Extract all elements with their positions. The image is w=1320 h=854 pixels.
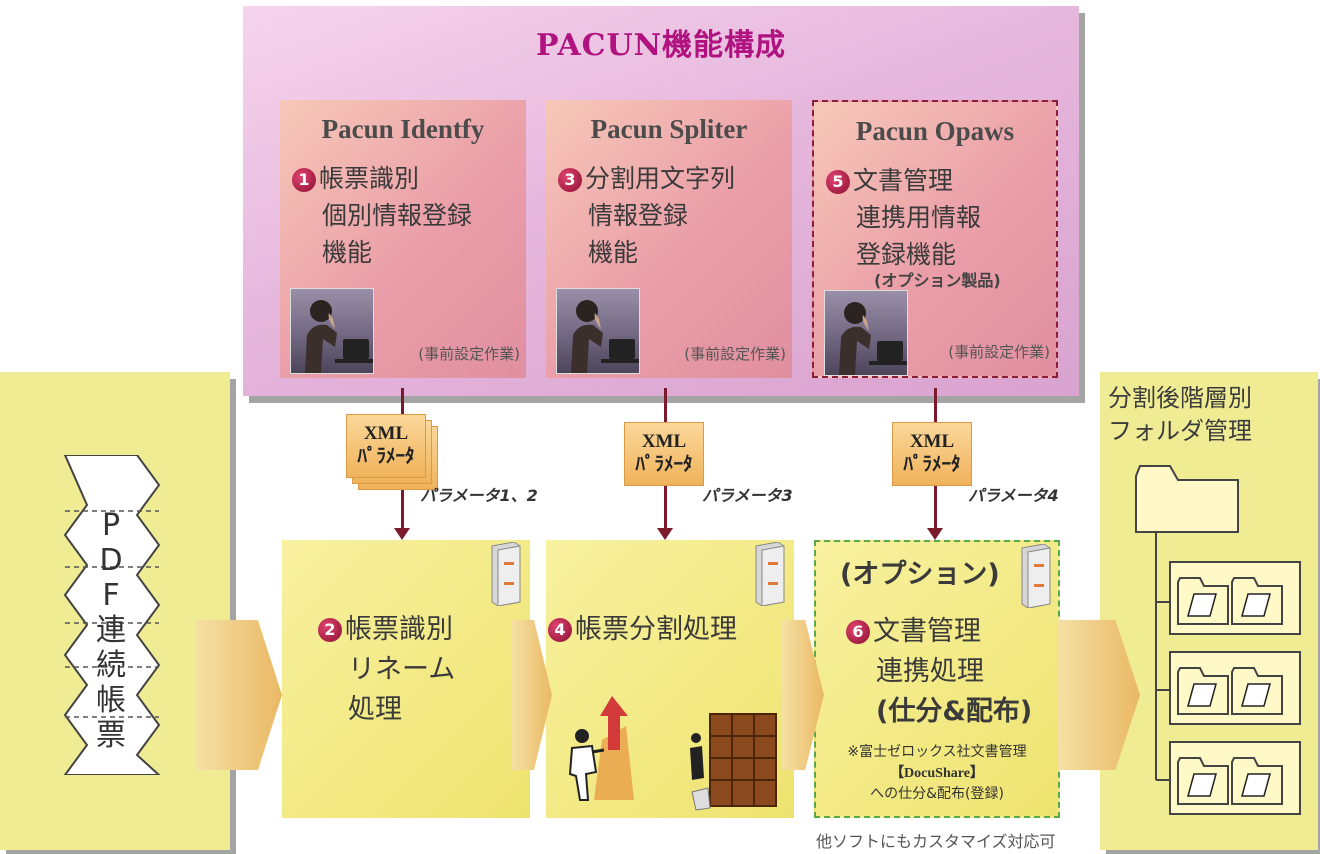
- note-line: 【DocuShare】: [890, 766, 984, 781]
- presenter-clipart-icon: [568, 696, 634, 801]
- process-note: ※富士ゼロックス社文書管理 【DocuShare】 への仕分&配布(登録): [816, 742, 1058, 805]
- desc-line: 個別情報登録: [322, 201, 473, 230]
- process-line: リネーム: [348, 654, 456, 685]
- xml-label: XML: [363, 423, 409, 444]
- param-label: パラメータ1、2: [420, 486, 538, 505]
- output-title: 分割後階層別 フォルダ管理: [1108, 382, 1252, 448]
- pdf-stack-icon: [63, 455, 161, 775]
- param-label: パラメータ4: [968, 486, 1059, 505]
- process-line: 帳票識別: [345, 614, 453, 645]
- flow-arrow-icon: [196, 620, 282, 770]
- desc-line: 機能: [322, 238, 373, 267]
- output-title-line: フォルダ管理: [1108, 417, 1252, 445]
- process-line: 帳票分割処理: [575, 614, 737, 645]
- subfolder-icon: [1169, 741, 1301, 815]
- desc-line: 登録機能: [856, 240, 957, 269]
- folder-tree: [1135, 465, 1301, 815]
- desc-line: 連携用情報: [856, 203, 982, 232]
- server-icon: [755, 542, 785, 606]
- step-number-badge: 6: [846, 620, 870, 644]
- xml-label: XML: [641, 431, 687, 452]
- process-line: 処理: [348, 694, 402, 725]
- input-char: 帳: [96, 683, 126, 718]
- panel-title: PACUN機能構成: [535, 28, 787, 63]
- input-char: P: [101, 508, 121, 543]
- step-number-badge: 2: [318, 618, 342, 642]
- xml-label: ﾊﾟﾗﾒｰﾀ: [357, 446, 415, 467]
- note-line: への仕分&配布(登録): [870, 786, 1004, 802]
- input-char: 連: [96, 613, 126, 648]
- footnote: 他ソフトにもカスタマイズ対応可: [816, 832, 1056, 851]
- process-line: 連携処理: [876, 656, 984, 687]
- module-note: (事前設定作業): [418, 345, 520, 363]
- module-note: (事前設定作業): [684, 345, 786, 363]
- xml-label: XML: [909, 431, 955, 452]
- process-line: (仕分&配布): [876, 696, 1033, 727]
- server-icon: [491, 542, 521, 606]
- arrow-down-icon: [927, 528, 943, 540]
- operator-photo-icon: [556, 288, 640, 374]
- xml-label: ﾊﾟﾗﾒｰﾀ: [903, 454, 961, 475]
- subfolder-icon: [1169, 651, 1301, 725]
- xml-label: ﾊﾟﾗﾒｰﾀ: [635, 454, 693, 475]
- subfolder-icon: [1169, 561, 1301, 635]
- desc-line: 帳票識別: [319, 164, 420, 193]
- module-name: Pacun Spliter: [590, 114, 748, 144]
- input-char: F: [102, 578, 120, 613]
- param-label: パラメータ3: [702, 486, 793, 505]
- step-number-badge: 1: [292, 168, 316, 192]
- step-number-badge: 3: [558, 168, 582, 192]
- desc-line: 分割用文字列: [585, 164, 736, 193]
- module-note: (事前設定作業): [948, 343, 1050, 361]
- input-char: 票: [96, 718, 126, 753]
- input-label: P D F 連 続 帳 票: [86, 508, 136, 753]
- option-label: (オプション): [840, 559, 1000, 590]
- operator-photo-icon: [290, 288, 374, 374]
- option-label: (オプション製品): [874, 271, 1001, 290]
- module-name: Pacun Identfy: [321, 114, 485, 144]
- module-name: Pacun Opaws: [855, 116, 1015, 146]
- desc-line: 文書管理: [853, 166, 954, 195]
- filing-cabinet-clipart-icon: [690, 713, 777, 811]
- step-number-badge: 4: [548, 618, 572, 642]
- xml-param-doc: XML ﾊﾟﾗﾒｰﾀ: [624, 422, 704, 486]
- arrow-down-icon: [394, 528, 410, 540]
- step-number-badge: 5: [826, 170, 850, 194]
- xml-param-doc: XML ﾊﾟﾗﾒｰﾀ: [892, 422, 972, 486]
- operator-photo-icon: [824, 290, 908, 376]
- input-char: D: [99, 543, 123, 578]
- arrow-down-icon: [657, 528, 673, 540]
- input-char: 続: [96, 648, 126, 683]
- folder-root-icon: [1135, 465, 1239, 533]
- xml-param-doc: XML ﾊﾟﾗﾒｰﾀ: [346, 414, 426, 478]
- desc-line: 機能: [588, 238, 639, 267]
- desc-line: 情報登録: [588, 201, 689, 230]
- output-title-line: 分割後階層別: [1108, 384, 1252, 412]
- process-line: 文書管理: [873, 616, 981, 647]
- note-line: ※富士ゼロックス社文書管理: [847, 744, 1027, 760]
- server-icon: [1021, 544, 1051, 608]
